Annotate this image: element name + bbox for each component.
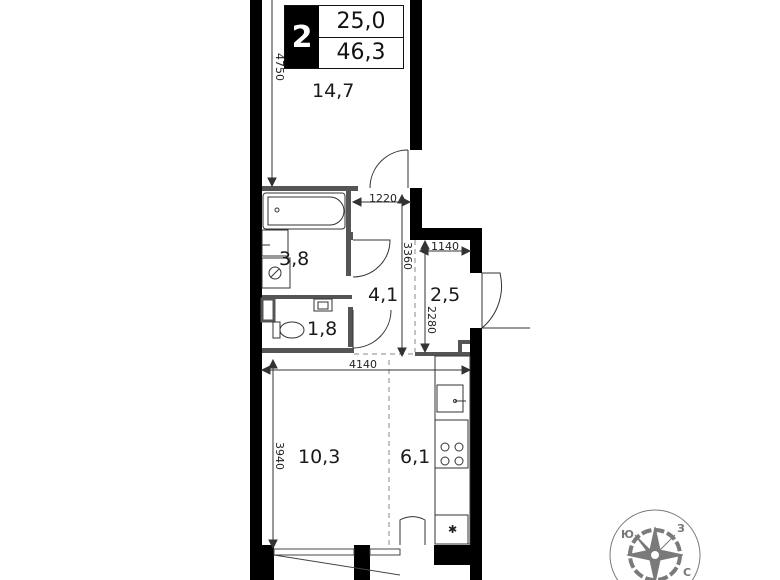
room-count: 2 (285, 6, 319, 68)
room-area-kitchen: 6,1 (400, 446, 431, 468)
kitchen-counter (434, 355, 471, 545)
dim-hall-length: 2280 (425, 306, 438, 334)
apartment-badge: 2 25,0 46,3 (284, 5, 404, 69)
partitions (260, 186, 470, 356)
compass-label-west: З (677, 522, 685, 535)
dimension-lines (260, 0, 472, 550)
doors (352, 149, 530, 545)
living-area: 25,0 (319, 6, 403, 38)
sink-icon (313, 298, 333, 312)
exterior-walls (250, 0, 482, 580)
compass-label-north: С (683, 566, 692, 579)
room-area-bedroom: 14,7 (312, 80, 355, 102)
dim-bath-width: 1220 (369, 192, 397, 205)
zone-dividers (354, 240, 416, 545)
dim-living-width: 4140 (349, 358, 377, 371)
dim-living-length: 3940 (273, 442, 286, 470)
room-area-toilet: 1,8 (307, 318, 338, 340)
dim-bedroom-length: 4750 (273, 53, 286, 81)
fridge-icon: ✱ (448, 523, 457, 536)
compass-label-south: Ю (621, 528, 634, 541)
dim-corridor-length: 3360 (401, 242, 414, 270)
room-area-hall: 2,5 (430, 284, 461, 306)
toilet-icon (272, 321, 305, 339)
dim-hall-width: 1140 (431, 240, 459, 253)
room-area-corridor: 4,1 (368, 284, 399, 306)
bathtub-icon (262, 192, 346, 230)
washing-machine-icon (261, 229, 291, 289)
room-area-bathroom: 3,8 (279, 248, 310, 270)
total-area: 46,3 (336, 40, 386, 66)
compass-icon (609, 509, 701, 580)
window (273, 548, 401, 576)
room-area-living-room: 10,3 (298, 446, 341, 468)
